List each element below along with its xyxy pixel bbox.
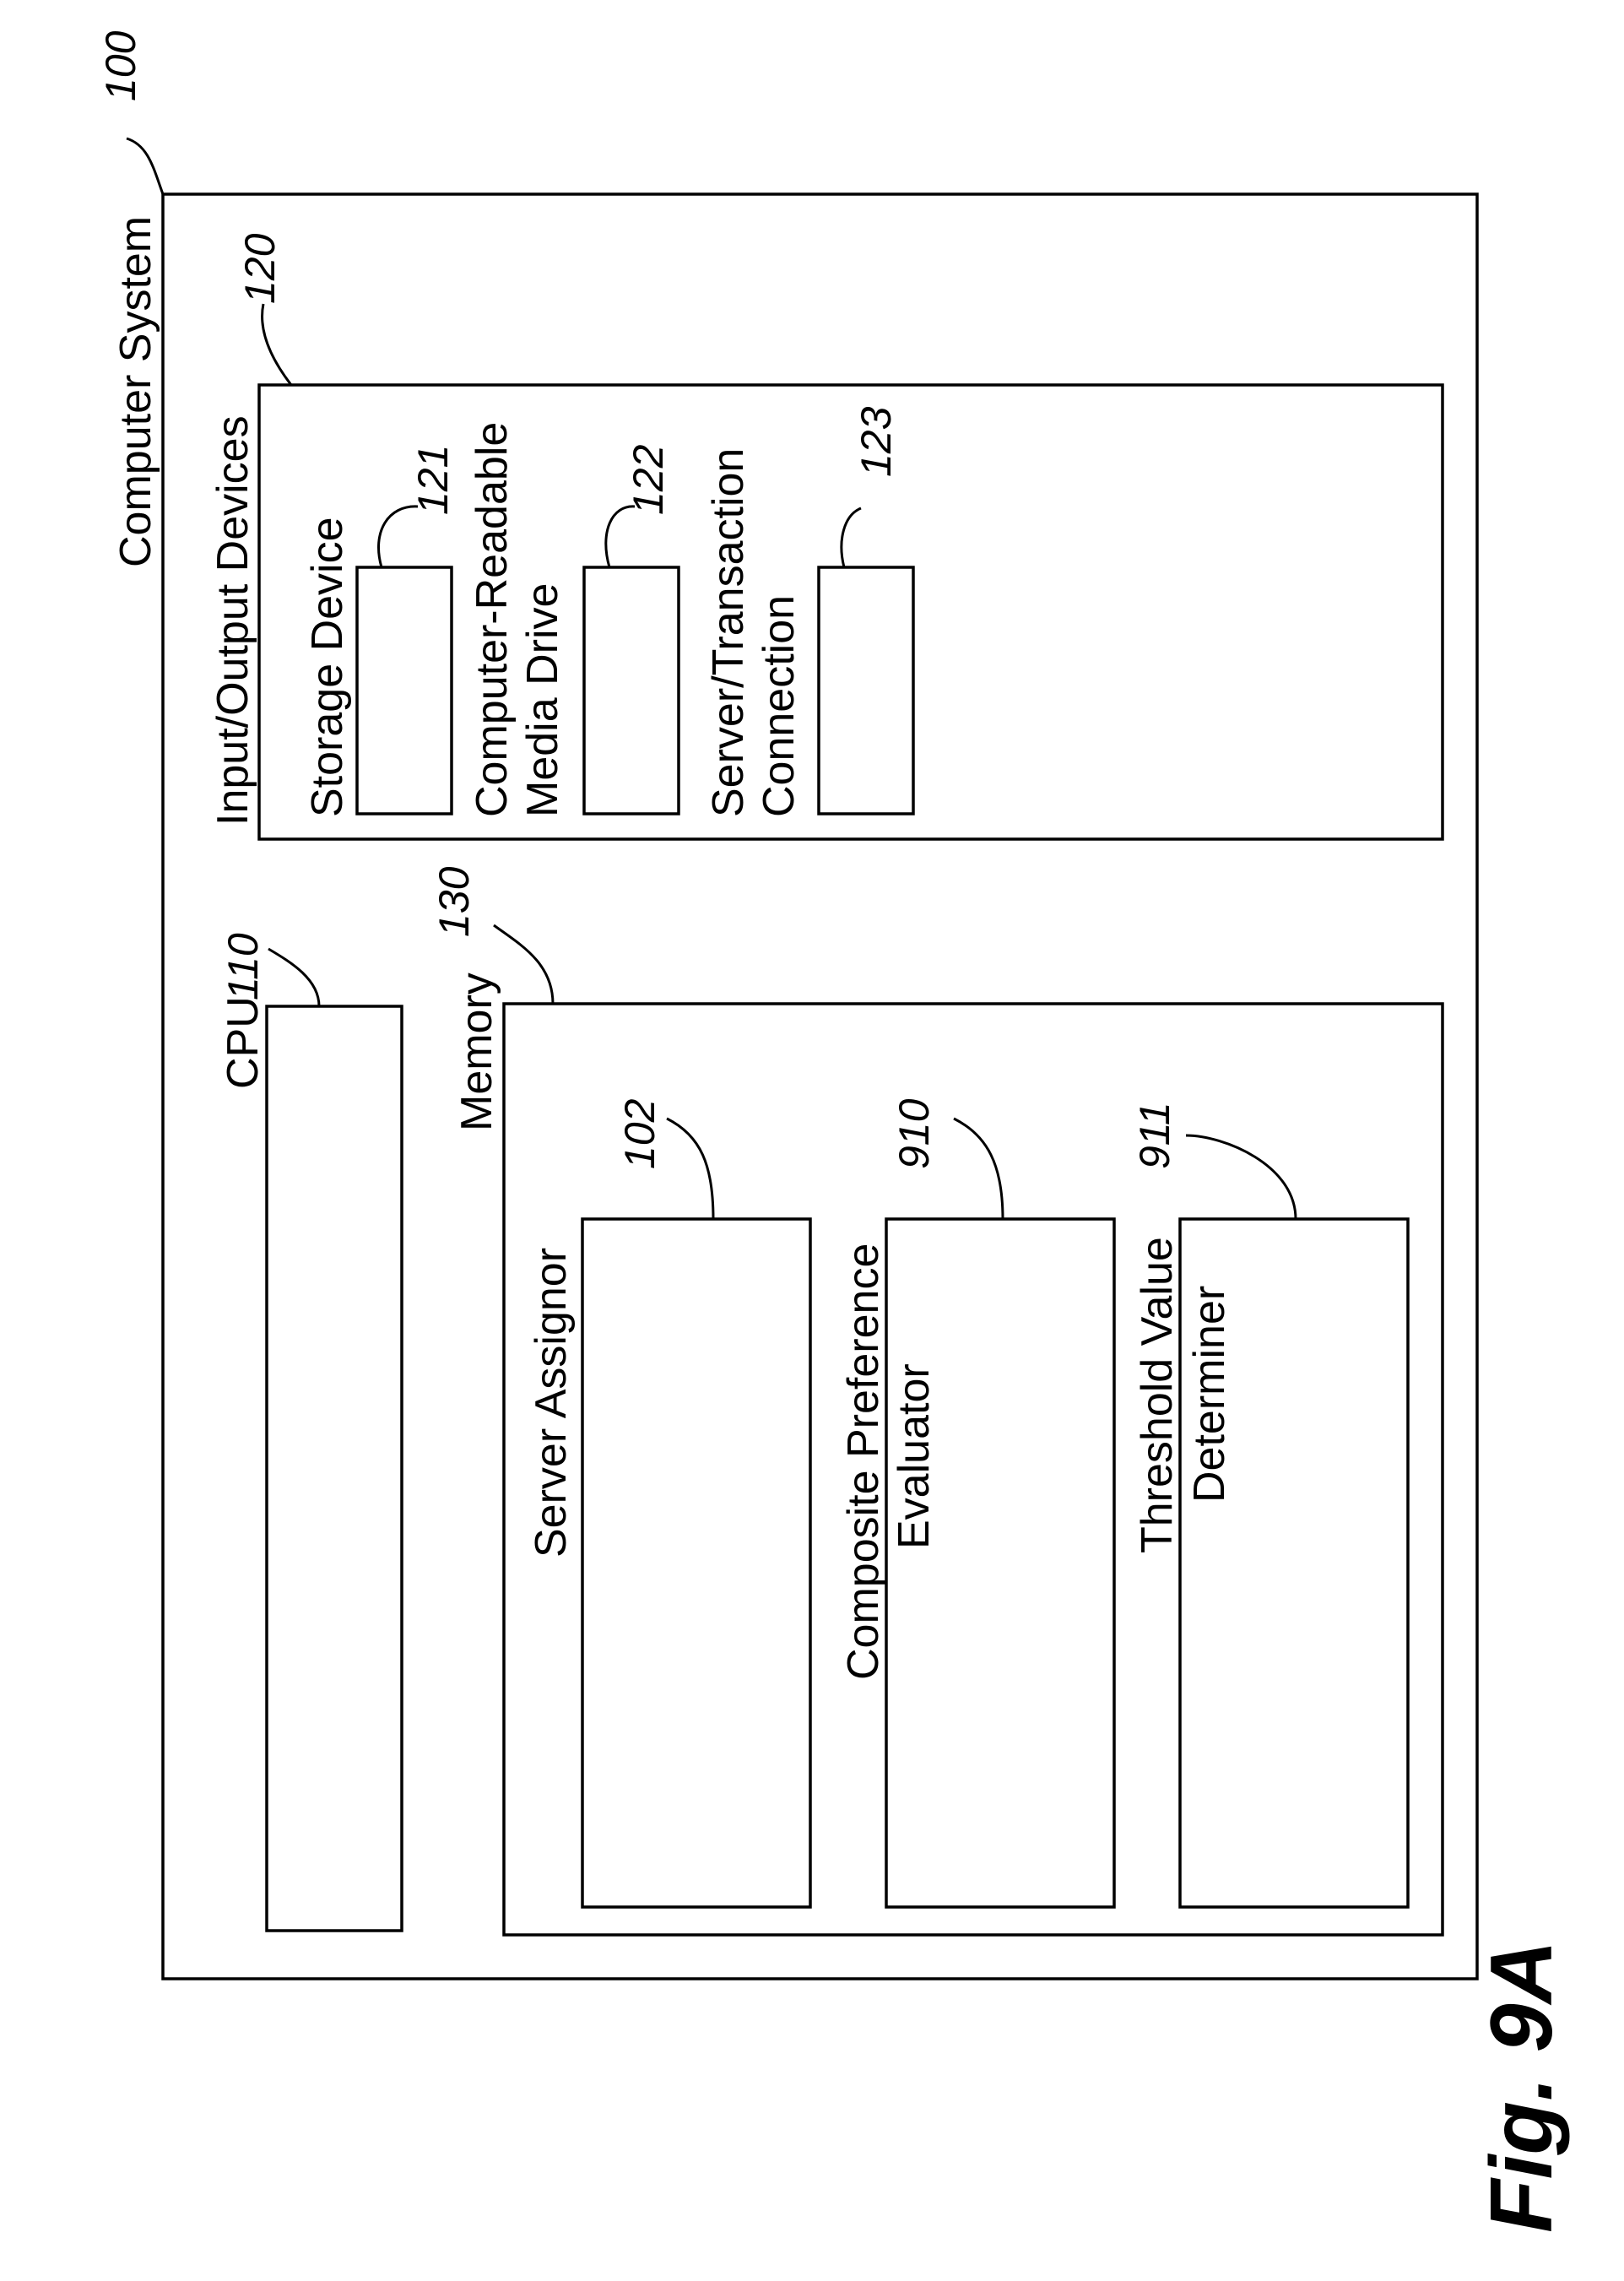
- figure-caption: Fig. 9A: [1473, 1940, 1571, 2233]
- cpu-box: [267, 1006, 402, 1931]
- media-drive-label-line1: Computer-Readable: [468, 422, 517, 817]
- threshold-leader: [1186, 1135, 1296, 1219]
- server-assignor-leader: [667, 1119, 713, 1219]
- server-assignor-ref: 102: [616, 1098, 663, 1169]
- evaluator-label-line1: Composite Preference: [839, 1243, 888, 1680]
- threshold-label-line1: Threshold Value: [1133, 1237, 1182, 1553]
- server-assignor-box: [582, 1219, 810, 1907]
- io-devices-ref: 120: [236, 233, 284, 304]
- storage-device-ref: 121: [409, 445, 457, 515]
- storage-device-box: [357, 567, 452, 814]
- server-connection-label-line2: Connection: [755, 595, 804, 817]
- evaluator-box: [886, 1219, 1114, 1907]
- memory-leader: [494, 925, 553, 1004]
- cpu-label: CPU: [219, 996, 268, 1089]
- io-devices-label: Input/Output Devices: [208, 415, 257, 826]
- media-drive-box: [584, 567, 679, 814]
- computer-system-box: [163, 194, 1477, 1979]
- server-connection-leader: [842, 508, 861, 567]
- evaluator-leader: [954, 1119, 1003, 1219]
- cpu-ref: 110: [219, 933, 267, 1000]
- computer-system-ref: 100: [97, 30, 144, 101]
- memory-label: Memory: [452, 973, 501, 1131]
- memory-ref: 130: [430, 866, 478, 937]
- io-devices-leader: [263, 304, 291, 385]
- computer-system-leader: [127, 138, 163, 194]
- computer-system-label: Computer System: [111, 216, 160, 567]
- storage-device-label: Storage Device: [303, 517, 352, 817]
- evaluator-ref: 910: [890, 1098, 938, 1169]
- media-drive-label-line2: Media Drive: [518, 583, 567, 817]
- evaluator-label-line2: Evaluator: [890, 1363, 939, 1549]
- server-connection-label-line1: Server/Transaction: [704, 448, 753, 817]
- media-drive-ref: 122: [625, 444, 672, 515]
- cpu-leader: [268, 949, 319, 1006]
- threshold-label-line2: Determiner: [1185, 1286, 1234, 1503]
- server-connection-box: [819, 567, 913, 814]
- server-connection-ref: 123: [853, 406, 900, 477]
- server-assignor-label: Server Assignor: [527, 1248, 576, 1558]
- threshold-ref: 911: [1131, 1102, 1178, 1169]
